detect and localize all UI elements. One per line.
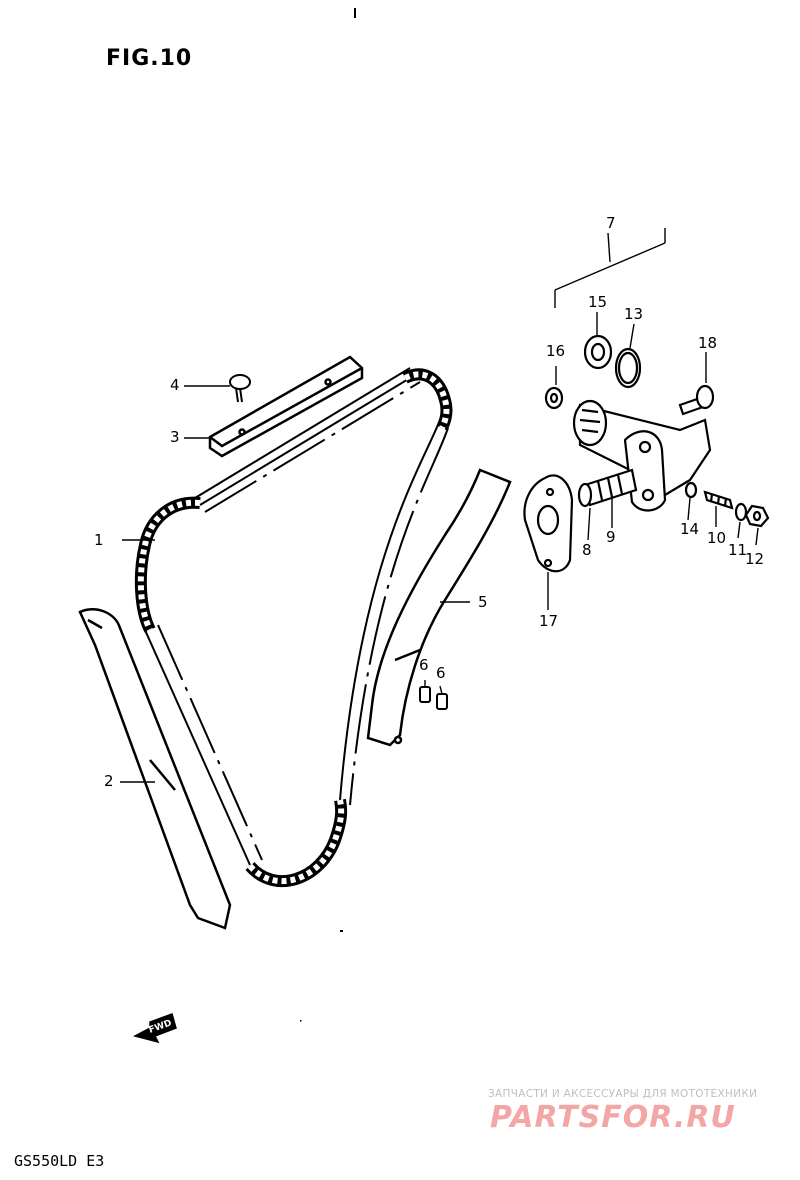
callout-16: 16: [546, 342, 566, 360]
callout-11: 11: [728, 541, 748, 559]
callout-14: 14: [680, 520, 700, 538]
callout-2: 2: [104, 772, 114, 790]
chain-guide-tensioner: [366, 468, 512, 747]
bolt-parts-6: [419, 686, 448, 710]
watermark-logo: PARTSFOR.RU: [490, 1100, 736, 1135]
callout-13: 13: [624, 305, 644, 323]
tensioner-assembly: [523, 334, 770, 573]
chain-links: [134, 368, 453, 888]
callout-17: 17: [539, 612, 559, 630]
cam-chain: [144, 367, 449, 866]
callout-5: 5: [478, 593, 488, 611]
callout-6a: 6: [419, 656, 429, 674]
callout-15: 15: [588, 293, 608, 311]
guide-plate: [208, 355, 364, 458]
leader-lines: [120, 228, 759, 783]
callout-12: 12: [745, 550, 765, 568]
callout-6b: 6: [436, 664, 446, 682]
scan-specks: [300, 8, 356, 1022]
model-label: GS550LD E3: [14, 1152, 105, 1170]
callout-3: 3: [170, 428, 180, 446]
callout-9: 9: [606, 528, 616, 546]
callout-4: 4: [170, 376, 180, 394]
callout-18: 18: [698, 334, 718, 352]
watermark-tagline: ЗАПЧАСТИ И АКСЕССУАРЫ ДЛЯ МОТОТЕХНИКИ: [488, 1088, 758, 1100]
figure-title: FIG.10: [106, 46, 193, 71]
callout-10: 10: [707, 529, 727, 547]
callout-1: 1: [94, 531, 104, 549]
screw-part-4: [229, 374, 251, 403]
forward-arrow-icon: FWD: [132, 1013, 177, 1044]
chain-guide-front: [78, 608, 232, 930]
callout-7: 7: [606, 214, 616, 232]
callout-8: 8: [582, 541, 592, 559]
